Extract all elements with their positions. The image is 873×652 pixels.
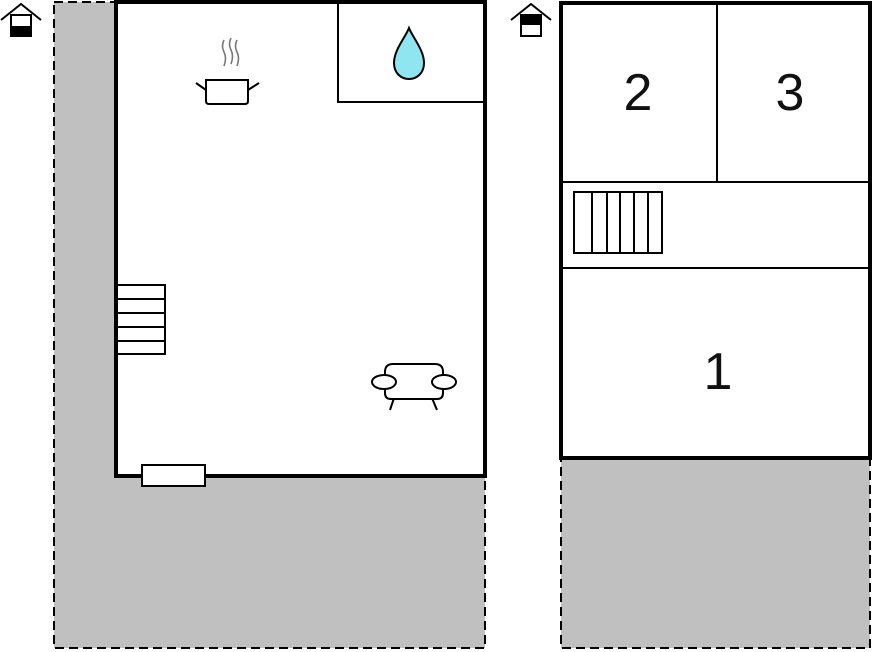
room-label-2: 2 bbox=[624, 64, 653, 122]
staircase-icon bbox=[573, 191, 663, 254]
water-drop-icon bbox=[392, 25, 426, 81]
staircase-icon bbox=[116, 284, 166, 355]
sofa-icon bbox=[371, 363, 457, 411]
house-ground-floor-icon bbox=[0, 2, 42, 37]
ground-floor-plan bbox=[0, 0, 487, 649]
outdoor-area-upper bbox=[560, 457, 871, 649]
house-upper-floor-icon bbox=[510, 2, 552, 37]
room-label-1: 1 bbox=[704, 343, 733, 401]
door-icon bbox=[141, 464, 206, 487]
ground-floor-walls bbox=[114, 0, 487, 478]
upper-floor-plan: 2 3 1 bbox=[510, 1, 872, 649]
room-label-3: 3 bbox=[776, 64, 805, 122]
room-bathroom bbox=[337, 2, 485, 103]
cooking-pot-icon bbox=[195, 37, 260, 105]
